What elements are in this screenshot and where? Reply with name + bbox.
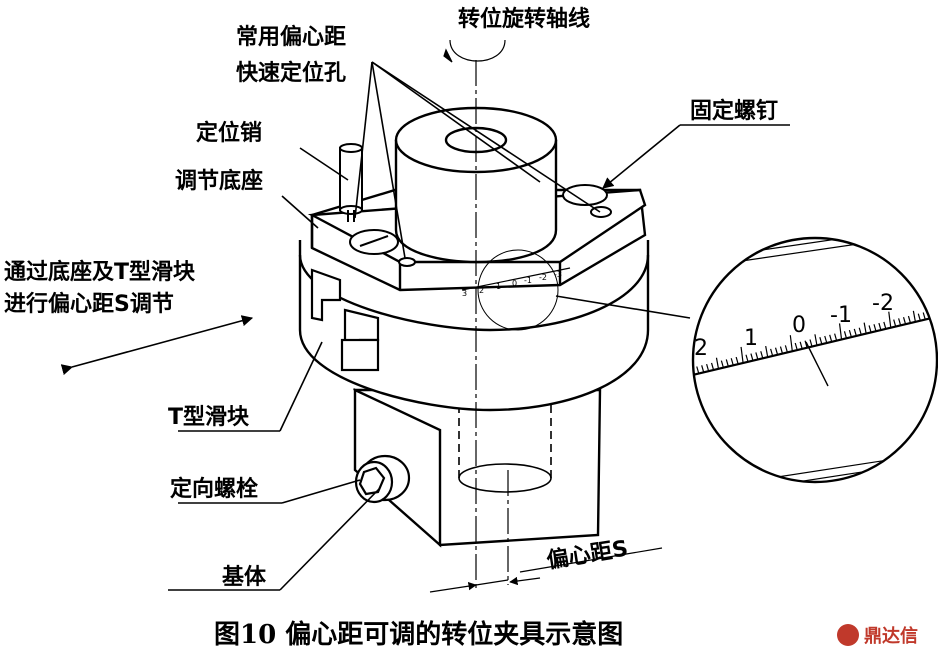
scale-tick xyxy=(917,313,921,321)
scale-tick xyxy=(853,328,857,337)
scale-tick xyxy=(696,366,700,374)
scale-tick xyxy=(824,335,828,344)
scale-tick xyxy=(706,363,710,372)
label-orient-bolt: 定向螺栓 xyxy=(170,476,258,502)
leader-lines xyxy=(168,61,790,591)
scale-tick xyxy=(799,341,803,350)
small-scale: 3 2 1 0 -1 -2 -3 xyxy=(461,249,571,331)
scale-tick xyxy=(838,323,843,340)
scale-tick xyxy=(740,346,744,363)
small-scale-0: 0 xyxy=(512,279,517,288)
eccentric-offset xyxy=(429,470,663,593)
scale-tick xyxy=(878,322,882,331)
big-scale-0: 0 xyxy=(792,313,806,338)
scale-tick xyxy=(750,353,754,361)
scale-tick xyxy=(794,342,798,351)
magnified-scale: 2 1 0 -1 -2 xyxy=(682,236,938,484)
label-locating-pin: 定位销 xyxy=(196,120,262,146)
scale-tick xyxy=(730,358,734,366)
label-adjust-base: 调节底座 xyxy=(175,168,263,194)
scale-tick xyxy=(710,362,715,371)
label-rotation-axis: 转位旋转轴线 xyxy=(458,6,590,32)
small-scale-m3: -3 xyxy=(554,270,562,279)
small-scale-3: 3 xyxy=(462,289,467,298)
orient-bolt-icon xyxy=(354,454,411,504)
scale-tick xyxy=(932,310,936,318)
scale-tick xyxy=(682,370,684,377)
scale-tick xyxy=(912,310,916,322)
big-scale-m2: -2 xyxy=(872,291,894,316)
scale-tick xyxy=(868,325,872,333)
big-scale-m1: -1 xyxy=(830,303,852,328)
scale-tick xyxy=(883,321,887,330)
svg-text:鼎达信: 鼎达信 xyxy=(864,625,918,647)
label-adjust-text-2: 进行偏心距S调节 xyxy=(4,291,174,317)
watermark-logo-icon xyxy=(837,624,859,646)
figure-caption: 图10 偏心距可调的转位夹具示意图 xyxy=(214,619,623,650)
scale-tick xyxy=(789,335,793,352)
scale-tick xyxy=(863,322,867,334)
scale-tick xyxy=(770,348,774,357)
locating-pin-icon xyxy=(339,143,363,222)
scale-tick xyxy=(804,340,808,348)
rotation-axis-line xyxy=(443,39,506,590)
scale-tick xyxy=(898,318,902,326)
small-scale-1: 1 xyxy=(496,282,501,291)
label-eccentric: 偏心距S xyxy=(545,535,630,573)
scale-tick xyxy=(701,365,705,373)
scale-tick xyxy=(858,327,862,335)
label-t-slider: T型滑块 xyxy=(168,405,250,430)
big-scale-2: 2 xyxy=(694,336,708,361)
label-hole-line2: 快速定位孔 xyxy=(236,60,346,86)
watermark-logo: 鼎达信 xyxy=(837,624,918,647)
label-adjust-text-1: 通过底座及T型滑块 xyxy=(4,259,196,285)
scale-tick xyxy=(755,352,759,360)
scale-tick xyxy=(829,334,833,342)
scale-tick xyxy=(774,347,779,355)
scale-tick xyxy=(922,312,926,320)
scale-tick xyxy=(715,357,720,369)
scale-tick xyxy=(809,339,813,347)
scale-tick xyxy=(765,345,769,358)
scale-tick xyxy=(893,319,897,327)
base-holes xyxy=(349,177,612,267)
scale-tick xyxy=(814,334,818,346)
scale-tick xyxy=(834,333,838,341)
label-hole-line1: 常用偏心距 xyxy=(236,24,346,50)
label-body: 基体 xyxy=(222,565,267,590)
scale-tick xyxy=(735,356,739,365)
scale-tick xyxy=(779,346,784,354)
small-scale-m2: -2 xyxy=(539,273,547,282)
t-slider-block xyxy=(310,268,380,372)
scale-tick xyxy=(745,354,749,362)
scale-tick xyxy=(907,315,912,324)
scale-tick xyxy=(848,329,852,338)
adjust-direction-arrow xyxy=(60,315,254,376)
scale-tick xyxy=(873,324,877,332)
scale-tick xyxy=(888,311,892,328)
label-fixing-screw: 固定螺钉 xyxy=(690,98,778,124)
scale-tick xyxy=(819,336,823,345)
big-scale-1: 1 xyxy=(744,326,758,351)
scale-tick xyxy=(725,359,729,367)
scale-tick xyxy=(784,345,788,353)
scale-tick xyxy=(720,360,724,368)
scale-tick xyxy=(843,331,848,339)
scale-tick xyxy=(760,351,764,359)
small-scale-m1: -1 xyxy=(524,276,532,285)
small-scale-2: 2 xyxy=(479,286,484,295)
scale-tick xyxy=(902,317,907,325)
scale-tick xyxy=(687,369,689,376)
